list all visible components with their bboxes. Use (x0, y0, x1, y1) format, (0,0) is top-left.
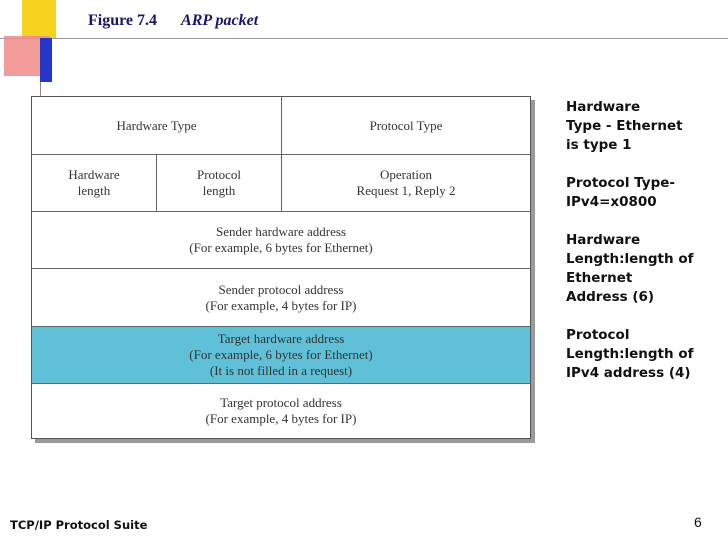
packet-row-lengths: Hardware length Protocol length Operatio… (32, 155, 530, 212)
field-protocol-length-line1: Protocol (196, 167, 242, 182)
field-sender-protocol-address: Sender protocol address (For example, 4 … (32, 269, 530, 326)
field-operation: Operation Request 1, Reply 2 (282, 155, 530, 211)
field-target-hw-line2: (For example, 6 bytes for Ethernet) (189, 347, 373, 362)
packet-row-sender-hw: Sender hardware address (For example, 6 … (32, 212, 530, 269)
note-protocol-length: Protocol Length:length of IPv4 address (… (566, 326, 716, 383)
note-line: Type - Ethernet (566, 118, 683, 134)
field-target-proto-line2: (For example, 4 bytes for IP) (205, 411, 357, 426)
decor-horizontal-line (0, 38, 728, 39)
field-hardware-length-line1: Hardware (68, 167, 120, 182)
field-target-proto-line1: Target protocol address (220, 395, 342, 410)
packet-row-sender-proto: Sender protocol address (For example, 4 … (32, 269, 530, 327)
note-line: Protocol (566, 327, 630, 343)
field-target-hardware-address: Target hardware address (For example, 6 … (32, 327, 530, 383)
page-number: 6 (694, 514, 702, 530)
note-protocol-type: Protocol Type- IPv4=x0800 (566, 174, 716, 212)
note-line: IPv4=x0800 (566, 194, 657, 210)
note-line: Length:length of (566, 251, 694, 267)
field-target-hw-line1: Target hardware address (217, 331, 345, 346)
figure-title: Figure 7.4 ARP packet (88, 12, 258, 30)
packet-row-target-hw: Target hardware address (For example, 6 … (32, 327, 530, 384)
note-line: IPv4 address (4) (566, 365, 691, 381)
field-sender-proto-line1: Sender protocol address (218, 281, 344, 297)
note-hardware-length: Hardware Length:length of Ethernet Addre… (566, 231, 716, 307)
packet-row-target-proto: Target protocol address (For example, 4 … (32, 384, 530, 438)
field-protocol-type: Protocol Type (282, 97, 530, 154)
field-hardware-length: Hardware length (32, 155, 157, 211)
note-line: Ethernet (566, 270, 633, 286)
field-target-protocol-address: Target protocol address (For example, 4 … (32, 384, 530, 438)
field-operation-line1: Operation (380, 167, 432, 182)
figure-label: Figure 7.4 (88, 12, 158, 29)
note-line: Hardware (566, 99, 641, 115)
note-line: Address (6) (566, 289, 655, 305)
note-line: Hardware (566, 232, 641, 248)
note-line: Length:length of (566, 346, 694, 362)
field-operation-line2: Request 1, Reply 2 (356, 183, 456, 198)
field-hardware-type: Hardware Type (32, 97, 282, 154)
decor-yellow-square (22, 0, 56, 38)
note-line: is type 1 (566, 137, 632, 153)
field-sender-hardware-address: Sender hardware address (For example, 6 … (32, 212, 530, 268)
decor-blue-bar (40, 38, 52, 82)
packet-row-types: Hardware Type Protocol Type (32, 97, 530, 155)
field-protocol-length: Protocol length (157, 155, 282, 211)
notes-panel: Hardware Type - Ethernet is type 1 Proto… (566, 98, 716, 402)
field-sender-hw-line2: (For example, 6 bytes for Ethernet) (189, 240, 373, 255)
note-hardware-type: Hardware Type - Ethernet is type 1 (566, 98, 716, 155)
field-protocol-type-label: Protocol Type (369, 117, 443, 133)
field-sender-hw-line1: Sender hardware address (216, 224, 346, 239)
footer-suite-title: TCP/IP Protocol Suite (10, 518, 148, 532)
arp-packet-diagram: Hardware Type Protocol Type Hardware len… (31, 96, 531, 439)
field-hardware-type-label: Hardware Type (116, 117, 197, 133)
field-hardware-length-line2: length (77, 183, 111, 198)
field-sender-proto-line2: (For example, 4 bytes for IP) (205, 297, 357, 313)
note-line: Protocol Type- (566, 175, 675, 191)
field-target-hw-line3: (It is not filled in a request) (209, 363, 353, 378)
field-protocol-length-line2: length (202, 183, 236, 198)
figure-caption: ARP packet (181, 12, 259, 29)
